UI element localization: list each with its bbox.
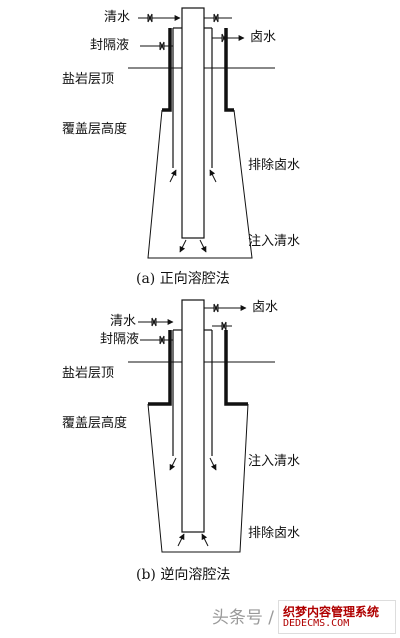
inner-tubing-a: [181, 7, 205, 239]
watermark-brand: 织梦内容管理系统: [283, 605, 380, 619]
inner-tubing-b: [181, 299, 205, 533]
label-seal-fluid-b: 封隔液: [100, 332, 140, 347]
watermark-text: 头条号 /: [211, 608, 274, 628]
label-inject-water-b: 注入清水: [248, 454, 301, 469]
label-cover-height-a: 覆盖层高度: [62, 122, 128, 137]
cavern-b: [147, 403, 249, 553]
label-fresh-water-b: 清水: [110, 314, 137, 329]
watermark-url: DEDECMS.COM: [283, 618, 350, 629]
label-brine-b: 卤水: [252, 300, 279, 315]
label-brine-a: 卤水: [250, 30, 277, 45]
diagram-a: [128, 7, 275, 259]
cavern-a: [147, 109, 253, 259]
label-inject-water-a: 注入清水: [248, 234, 301, 249]
outer-casing-a: [172, 28, 213, 168]
label-cover-height-b: 覆盖层高度: [62, 416, 128, 431]
label-discharge-brine-b: 排除卤水: [248, 526, 301, 541]
label-seal-fluid-a: 封隔液: [90, 38, 130, 53]
cement-left-b: [148, 330, 172, 406]
label-fresh-water-a: 清水: [104, 10, 131, 25]
caption-b: (b) 逆向溶腔法: [136, 567, 231, 583]
caption-a: (a) 正向溶腔法: [136, 271, 230, 287]
outer-casing-b: [172, 330, 213, 456]
label-salt-top-a: 盐岩层顶: [62, 72, 115, 87]
label-discharge-brine-a: 排除卤水: [248, 158, 301, 173]
cement-right-b: [224, 330, 248, 406]
diagram-b: [128, 299, 275, 553]
cement-right-a: [224, 28, 234, 112]
cement-left-a: [162, 28, 172, 112]
watermark-logo: 织梦内容管理系统 DEDECMS.COM: [278, 600, 396, 634]
label-salt-top-b: 盐岩层顶: [62, 366, 115, 381]
